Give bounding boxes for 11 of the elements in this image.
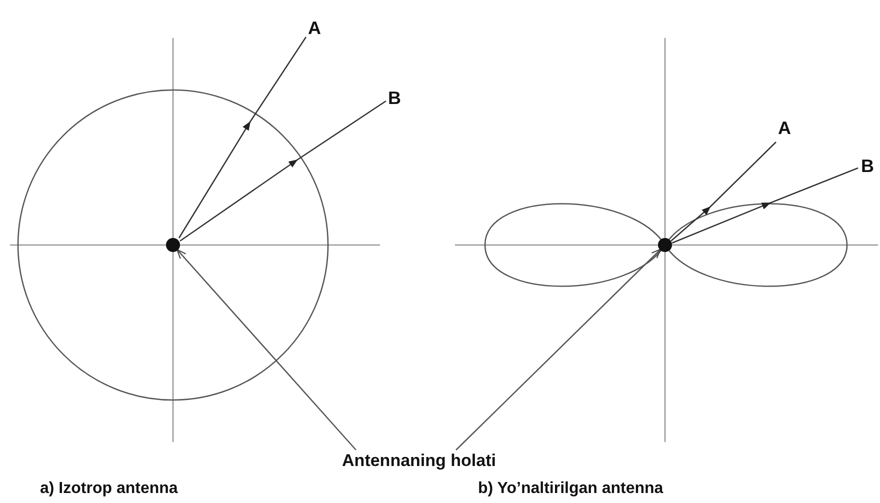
leader-line bbox=[176, 249, 356, 450]
panel-caption: b) Yo’naltirilgan antenna bbox=[478, 480, 664, 498]
panel-caption: a) Izotrop antenna bbox=[40, 480, 178, 498]
antenna-dot bbox=[658, 238, 672, 252]
ray-label: A bbox=[308, 18, 321, 39]
leader-line bbox=[456, 248, 662, 450]
caption-text: Antennaning holati bbox=[316, 450, 522, 472]
ray-label: A bbox=[778, 118, 791, 139]
antenna-dot bbox=[166, 238, 180, 252]
ray-label: B bbox=[388, 88, 401, 109]
ray-label: B bbox=[861, 156, 874, 177]
